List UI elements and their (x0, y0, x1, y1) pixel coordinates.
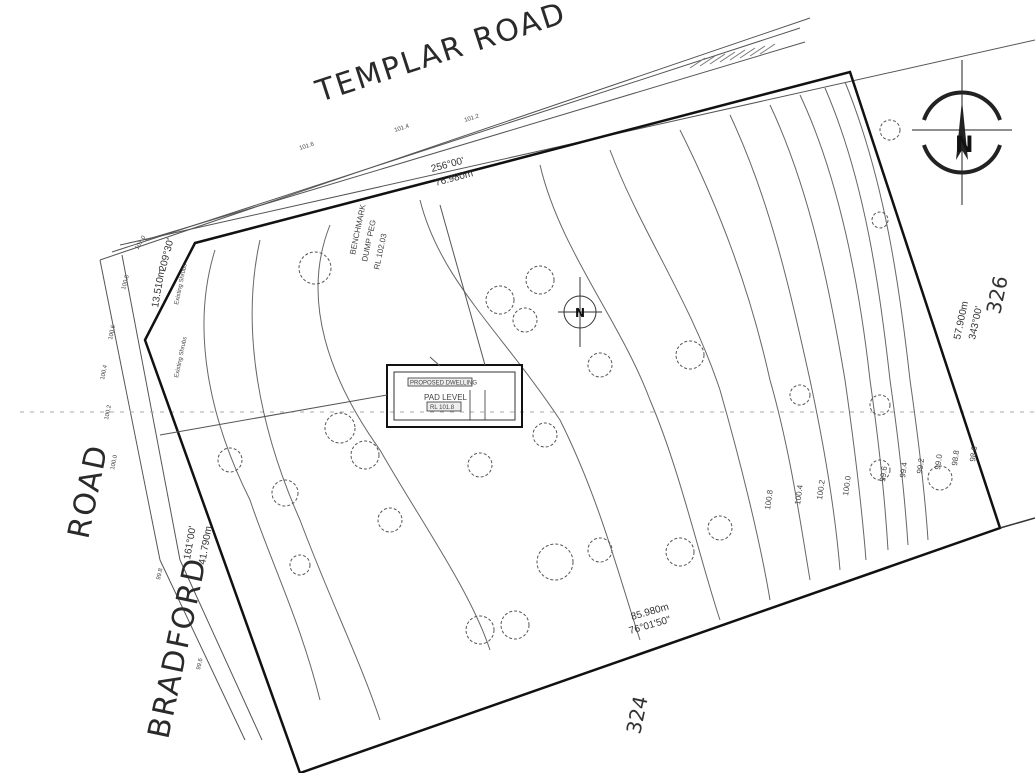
svg-text:99.6: 99.6 (196, 657, 204, 670)
corner-bearing: 209°30' (157, 237, 176, 273)
tree-symbols (217, 119, 953, 645)
north-label-small: N (575, 306, 585, 320)
svg-text:99.6: 99.6 (878, 465, 889, 482)
right-bearing: 343°00' (967, 305, 985, 340)
svg-text:100.2: 100.2 (104, 404, 113, 421)
left-bearing: 161°00' (182, 525, 199, 560)
existing-shrubs-label-2: Existing Shrubs (174, 336, 189, 378)
svg-text:100.8: 100.8 (121, 274, 131, 291)
svg-text:100.0: 100.0 (841, 475, 853, 497)
north-arrow-small-icon: N (558, 277, 602, 347)
pad-level-label: PAD LEVEL (424, 393, 468, 402)
north-label-large: N (955, 133, 973, 158)
svg-text:99.2: 99.2 (915, 457, 926, 474)
svg-text:99.0: 99.0 (933, 453, 944, 470)
proposed-dwelling (386, 364, 523, 428)
svg-text:100.8: 100.8 (763, 489, 775, 511)
svg-text:101.4: 101.4 (394, 123, 411, 134)
north-arrow-large-icon: N (912, 60, 1012, 205)
svg-text:100.4: 100.4 (100, 364, 109, 381)
pad-level-value: RL 101.8 (430, 405, 455, 411)
road-name-bradford-road: ROAD (62, 441, 116, 542)
svg-text:98.8: 98.8 (950, 449, 961, 466)
svg-text:100.4: 100.4 (793, 484, 805, 506)
existing-shrubs-label: Existing Shrubs (174, 263, 189, 305)
svg-text:100.0: 100.0 (110, 454, 119, 471)
svg-text:98.6: 98.6 (968, 445, 979, 462)
contour-labels-east: 99.6 99.4 99.2 99.0 98.8 98.6 (878, 445, 979, 482)
contour-labels-mid: 100.8 100.4 100.2 100.0 (763, 475, 853, 511)
svg-text:101.2: 101.2 (464, 113, 481, 124)
lot-boundary (143, 70, 1002, 773)
bradford-road-reserve (20, 254, 1035, 741)
left-length: 41.790m (197, 525, 215, 565)
svg-text:101.0: 101.0 (135, 234, 148, 251)
svg-text:99.8: 99.8 (156, 567, 164, 580)
svg-text:101.6: 101.6 (299, 141, 316, 152)
survey-lines (159, 204, 486, 436)
road-name-templar: TEMPLAR ROAD (311, 0, 571, 110)
road-name-bradford: BRADFORD (142, 554, 215, 742)
neighbour-boundary-east (999, 517, 1035, 529)
road-hatch (689, 43, 776, 69)
svg-text:100.2: 100.2 (815, 479, 827, 501)
pad-title: PROPOSED DWELLING (410, 381, 477, 387)
lot-number-326: 326 (981, 274, 1012, 316)
svg-text:100.6: 100.6 (108, 324, 117, 341)
benchmark-line3: RL 102.03 (372, 232, 389, 270)
lot-number-324: 324 (621, 694, 652, 736)
svg-text:99.4: 99.4 (898, 461, 909, 478)
contour-lines (203, 81, 929, 721)
